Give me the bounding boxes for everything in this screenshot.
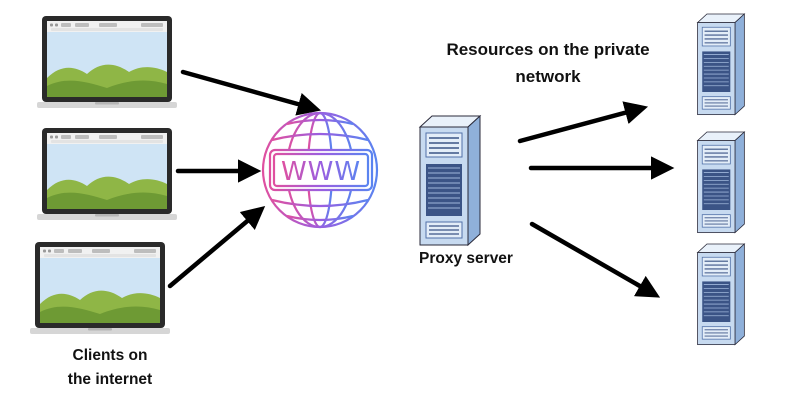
resource-server-2: [697, 131, 745, 234]
resources-label-line-2: network: [515, 67, 581, 86]
arrow-client3-to-internet: [167, 205, 266, 289]
clients-label-line-2: the internet: [67, 371, 153, 388]
server-tower-icon: [697, 13, 745, 116]
proxy-server-label: Proxy server: [419, 250, 513, 267]
server-tower-icon: [697, 131, 745, 234]
resource-server-3: [697, 243, 745, 346]
globe-icon: [261, 111, 379, 229]
resources-label: Resources on the private network: [408, 36, 688, 90]
clients-label: Clients on the internet: [30, 344, 190, 392]
client-laptop-2: [37, 128, 177, 220]
arrow-client1-to-internet: [180, 69, 322, 116]
clients-label-line-1: Clients on: [72, 347, 148, 364]
laptop-icon: [37, 16, 177, 108]
proxy-server: [419, 115, 481, 246]
resources-label-line-1: Resources on the private: [446, 40, 650, 59]
client-laptop-3: [30, 242, 170, 334]
resource-server-1: [697, 13, 745, 116]
server-tower-icon: [697, 243, 745, 346]
arrows-clients-to-internet: [167, 69, 322, 289]
globe-www-text: WWW: [281, 157, 361, 187]
laptop-icon: [37, 128, 177, 220]
server-tower-icon: [419, 115, 481, 246]
arrow-proxy-to-resource-1: [517, 101, 649, 144]
client-laptop-1: [37, 16, 177, 108]
arrow-proxy-to-resource-3: [529, 221, 661, 298]
arrows-proxy-to-resources: [517, 101, 675, 298]
laptop-icon: [30, 242, 170, 334]
